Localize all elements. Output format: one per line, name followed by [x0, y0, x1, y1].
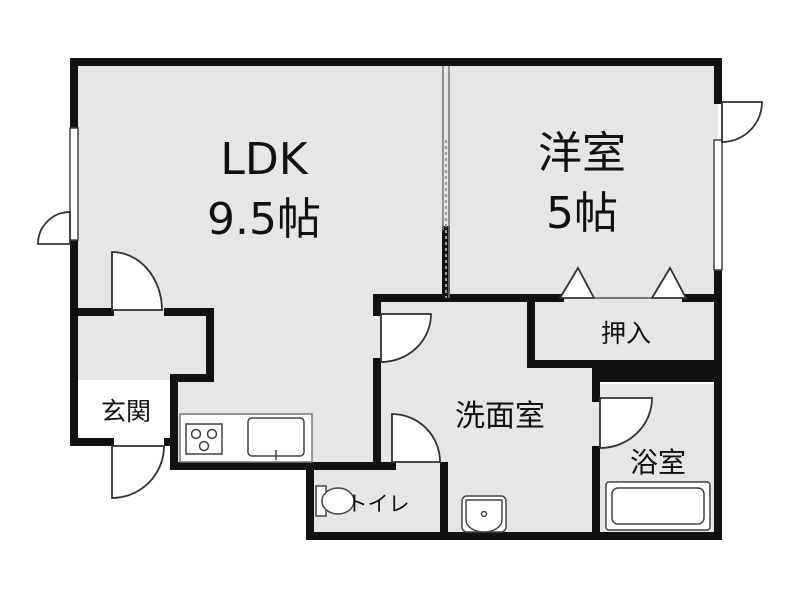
door-left-exterior — [37, 211, 71, 245]
window-right — [713, 139, 723, 271]
door-toilet — [391, 413, 441, 463]
door-front — [111, 445, 165, 499]
ldk-name-label: LDK — [220, 134, 308, 185]
closet-doors — [558, 266, 688, 299]
sliding-partition — [442, 66, 450, 298]
kitchen-sink-icon — [247, 417, 305, 460]
closet-door-right — [650, 266, 688, 299]
kitchen-counter — [179, 413, 313, 463]
washroom-label: 洗面室 — [455, 399, 545, 434]
entrance-step — [78, 380, 170, 442]
western-room-size-label: 5帖 — [546, 188, 618, 239]
closet-label: 押入 — [601, 319, 651, 348]
entrance-label: 玄関 — [101, 397, 151, 426]
bathtub-icon — [605, 481, 711, 531]
door-bath — [599, 397, 653, 449]
pipe-shaft — [596, 364, 718, 382]
doors — [37, 101, 763, 499]
closet-door-left — [558, 266, 596, 299]
toilet-label: トイレ — [347, 492, 410, 516]
western-room-name-label: 洋室 — [538, 128, 626, 179]
door-washroom — [380, 313, 432, 363]
toilet-icon — [315, 485, 355, 517]
bath-label: 浴室 — [630, 446, 686, 479]
washbasin-icon — [461, 495, 507, 533]
western-room-floor — [446, 62, 718, 298]
ldk-size-label: 9.5帖 — [207, 194, 321, 245]
window-left — [69, 127, 79, 241]
windows — [69, 127, 723, 271]
door-right-exterior — [721, 101, 763, 143]
stove-icon — [185, 423, 223, 455]
door-entrance-inner — [111, 251, 163, 311]
